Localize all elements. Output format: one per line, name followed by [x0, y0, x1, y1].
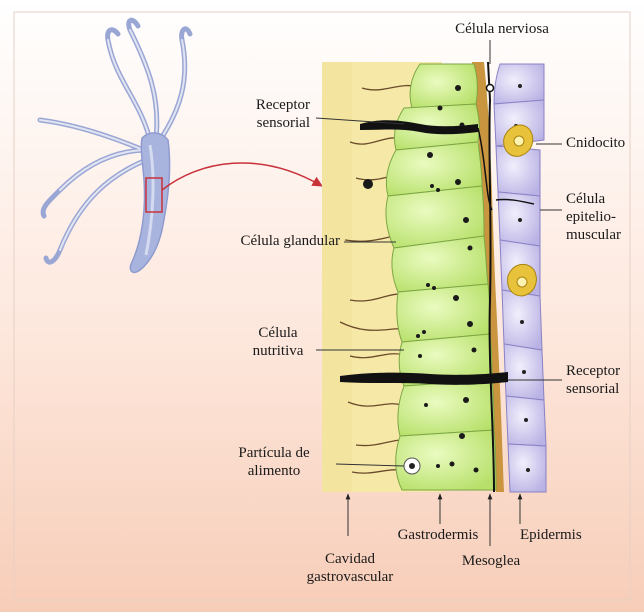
label-gastrodermis: Gastrodermis	[382, 526, 494, 544]
label-line: Célula	[566, 190, 621, 208]
label-mesoglea: Mesoglea	[446, 552, 536, 570]
label-particula-de-alimento: Partícula de alimento	[214, 444, 334, 480]
label-epidermis: Epidermis	[520, 526, 582, 544]
label-line: muscular	[566, 226, 621, 244]
label-cnidocito: Cnidocito	[566, 134, 625, 152]
label-line: sensorial	[200, 114, 310, 132]
label-line: nutritiva	[238, 342, 318, 360]
label-receptor-sensorial-top: Receptor sensorial	[200, 96, 310, 132]
label-line: sensorial	[566, 380, 620, 398]
label-line: Cavidad	[282, 550, 418, 568]
label-celula-epitelio-muscular: Célula epitelio- muscular	[566, 190, 621, 244]
label-celula-nutritiva: Célula nutritiva	[238, 324, 318, 360]
label-line: gastrovascular	[282, 568, 418, 586]
label-line: Receptor	[200, 96, 310, 114]
label-line: Partícula de	[214, 444, 334, 462]
label-line: Receptor	[566, 362, 620, 380]
label-line: epitelio-	[566, 208, 621, 226]
label-cavidad-gastrovascular: Cavidad gastrovascular	[282, 550, 418, 586]
label-line: alimento	[214, 462, 334, 480]
label-celula-glandular: Célula glandular	[180, 232, 340, 250]
label-line: Célula	[238, 324, 318, 342]
label-receptor-sensorial-right: Receptor sensorial	[566, 362, 620, 398]
label-celula-nerviosa: Célula nerviosa	[440, 20, 564, 38]
